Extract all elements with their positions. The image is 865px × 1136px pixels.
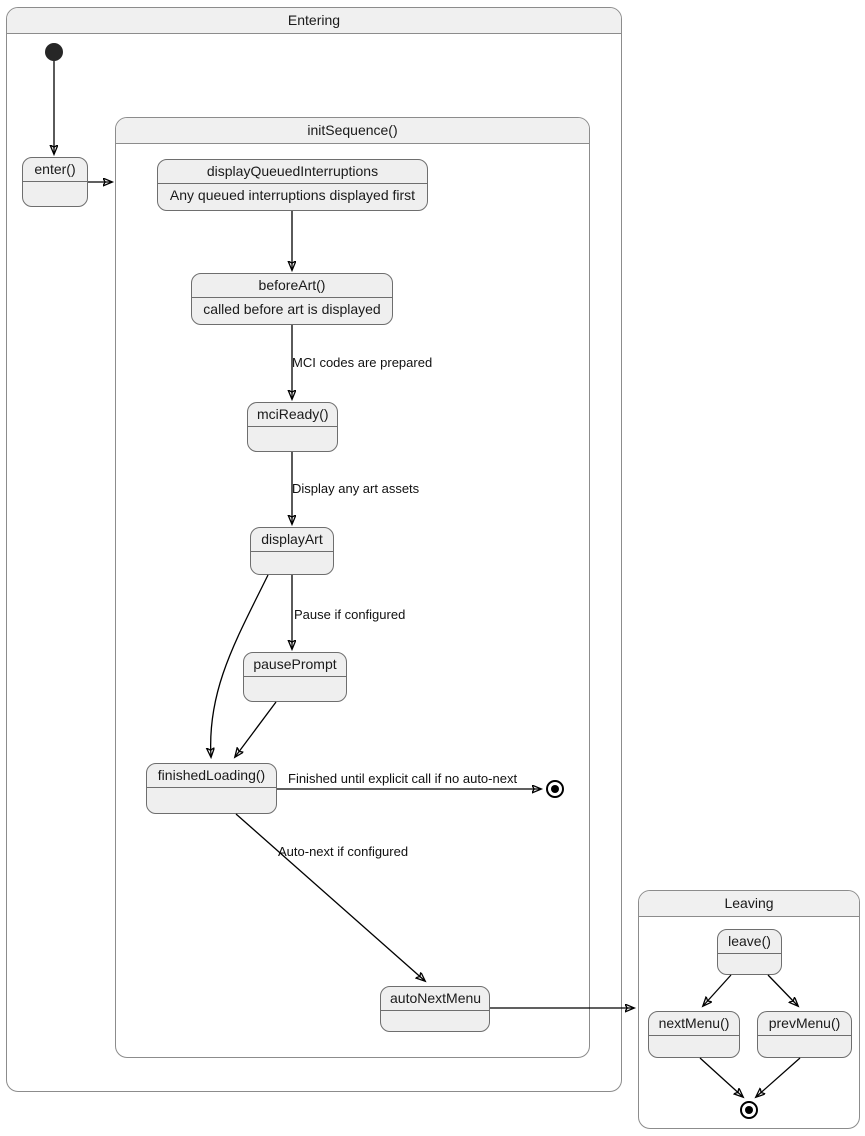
state-body-auto-next-menu <box>381 1011 489 1031</box>
state-title-display-art: displayArt <box>251 528 333 552</box>
state-body-pause-prompt <box>244 677 346 701</box>
edge-label-auto-next-if-configured: Auto-next if configured <box>278 844 409 859</box>
state-node-leave[interactable]: leave() <box>717 929 782 975</box>
state-title-leave: leave() <box>718 930 781 954</box>
edge-label-pause-if-configured: Pause if configured <box>294 607 406 622</box>
composite-title-entering: Entering <box>7 8 621 34</box>
initial-state-entering <box>45 43 63 61</box>
state-node-prev-menu[interactable]: prevMenu() <box>757 1011 852 1058</box>
state-node-finished-loading[interactable]: finishedLoading() <box>146 763 277 814</box>
state-body-prev-menu <box>758 1036 851 1057</box>
state-node-next-menu[interactable]: nextMenu() <box>648 1011 740 1058</box>
state-body-before-art: called before art is displayed <box>203 301 381 317</box>
composite-state-leaving: Leaving <box>638 890 860 1129</box>
state-title-next-menu: nextMenu() <box>649 1012 739 1036</box>
state-node-pause-prompt[interactable]: pausePrompt <box>243 652 347 702</box>
state-node-mci-ready[interactable]: mciReady() <box>247 402 338 452</box>
composite-title-init-sequence: initSequence() <box>116 118 589 144</box>
state-node-enter[interactable]: enter() <box>22 157 88 207</box>
composite-state-init-sequence: initSequence() <box>115 117 590 1058</box>
edge-label-finished-until-explicit: Finished until explicit call if no auto-… <box>288 771 518 786</box>
state-body-display-art <box>251 552 333 574</box>
state-title-before-art: beforeArt() <box>192 274 392 298</box>
final-state-leaving <box>740 1101 758 1119</box>
state-body-mci-ready <box>248 427 337 451</box>
state-title-auto-next-menu: autoNextMenu <box>381 987 489 1011</box>
state-node-display-queued-interruptions[interactable]: displayQueuedInterruptions Any queued in… <box>157 159 428 211</box>
state-node-before-art[interactable]: beforeArt() called before art is display… <box>191 273 393 325</box>
state-body-next-menu <box>649 1036 739 1057</box>
state-body-leave <box>718 954 781 974</box>
edge-label-mci-prepared: MCI codes are prepared <box>292 355 433 370</box>
state-body-finished-loading <box>147 788 276 813</box>
state-title-finished-loading: finishedLoading() <box>147 764 276 788</box>
final-state-init-sequence <box>546 780 564 798</box>
composite-title-leaving: Leaving <box>639 891 859 917</box>
state-node-auto-next-menu[interactable]: autoNextMenu <box>380 986 490 1032</box>
state-title-mci-ready: mciReady() <box>248 403 337 427</box>
state-body-display-queued-interruptions: Any queued interruptions displayed first <box>169 187 416 203</box>
state-title-enter: enter() <box>23 158 87 182</box>
edge-label-display-art-assets: Display any art assets <box>292 481 420 496</box>
state-body-enter <box>23 182 87 206</box>
state-title-prev-menu: prevMenu() <box>758 1012 851 1036</box>
state-node-display-art[interactable]: displayArt <box>250 527 334 575</box>
state-title-pause-prompt: pausePrompt <box>244 653 346 677</box>
state-title-display-queued-interruptions: displayQueuedInterruptions <box>158 160 427 184</box>
